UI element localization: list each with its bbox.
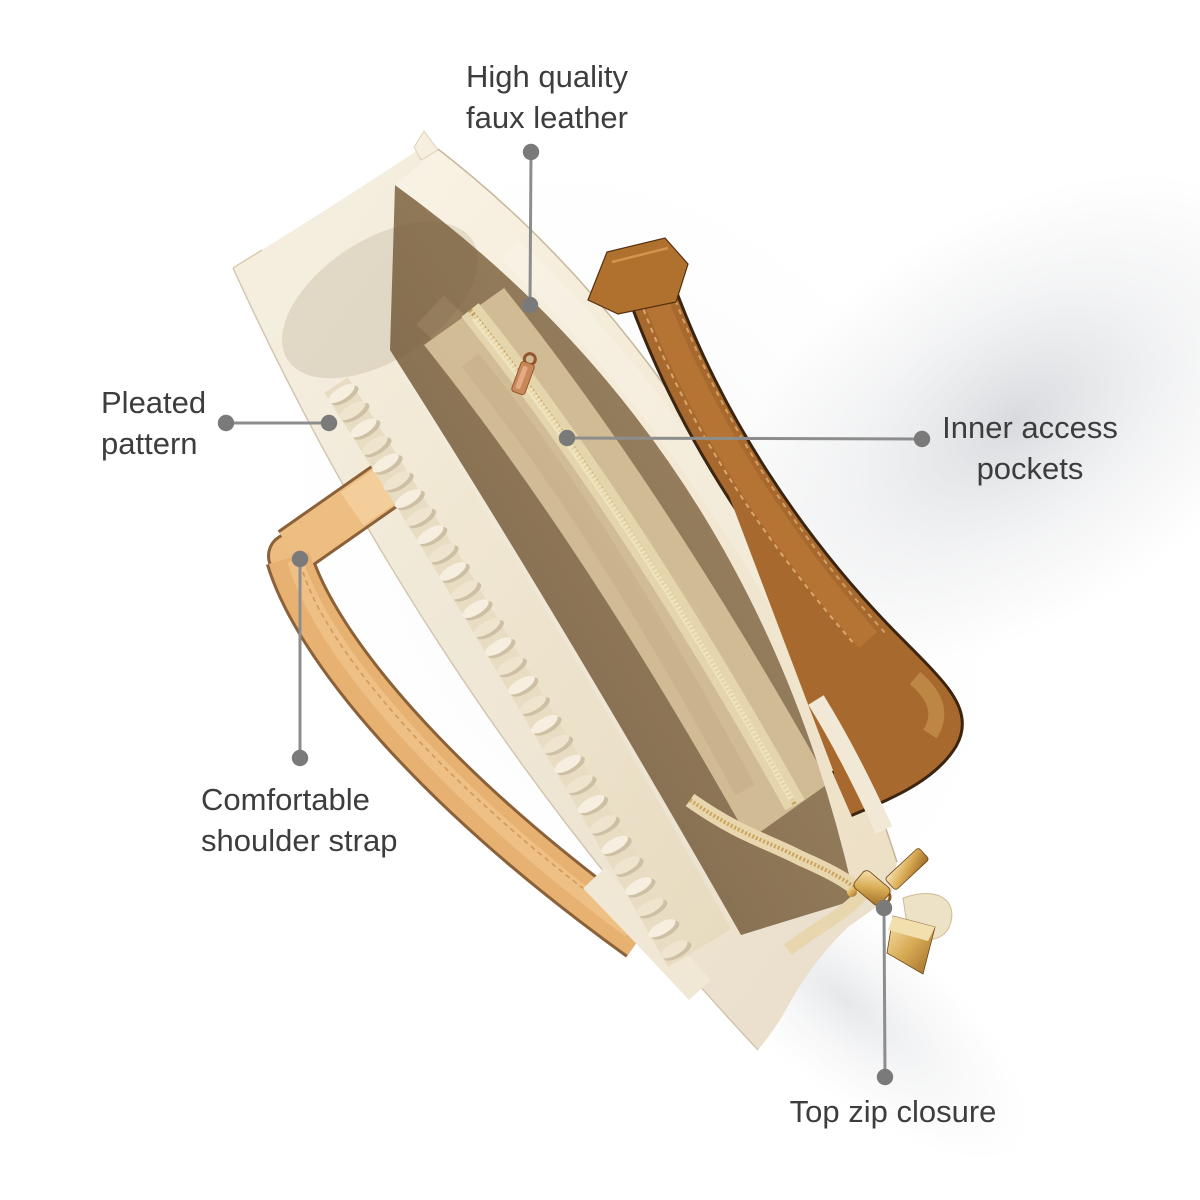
callout-label-faux-leather: High quality faux leather (466, 56, 628, 138)
callout-text-line: Top zip closure (789, 1094, 997, 1129)
pleat-ridge-segment (473, 618, 501, 637)
leader-line (566, 436, 923, 441)
strap-stitching (302, 571, 633, 926)
pleat-ridge-segment (328, 383, 355, 404)
pleat-ridge-segment (601, 835, 628, 854)
pleat-ridge-segment (531, 715, 558, 734)
leader-dot (558, 429, 576, 447)
pleat-ridge-segment (394, 489, 421, 508)
leader-comfortable-shoulder-strap (291, 550, 309, 767)
pocket-panel-shade (461, 353, 755, 796)
callout-label-pleated-pattern: Pleated pattern (101, 382, 206, 464)
callout-label-top-zip-closure: Top zip closure (790, 1091, 997, 1132)
shoulder-strap-dark (587, 237, 964, 817)
callout-label-inner-access-pockets: Inner access pockets (942, 407, 1118, 489)
pleat-ridge-segment (350, 418, 377, 438)
pleat-ridge-segment (450, 580, 478, 600)
leader-dot (875, 899, 893, 917)
pleat-ridge-segment (339, 401, 366, 421)
left-corner-fold (232, 249, 263, 269)
pleat-ridge-segment (589, 815, 617, 834)
callout-text-line: shoulder strap (201, 823, 398, 858)
background-shadow-right (717, 174, 1200, 666)
leader-top-zip-closure (875, 899, 894, 1086)
dark-strap-fold-line (611, 246, 669, 264)
leader-dot (291, 749, 309, 767)
zip-pull-bar (885, 848, 929, 890)
pleat-ridge-segment (383, 471, 410, 491)
pleat-ridge-segment (636, 898, 664, 917)
leader-dot (291, 550, 309, 568)
leader-dot (522, 143, 540, 161)
front-wall-band (336, 354, 731, 960)
callout-leader-lines (217, 143, 931, 1086)
callout-text-line: pockets (976, 451, 1084, 486)
pleat-ridge-segment (554, 754, 581, 774)
pleat-ridge-segment (417, 525, 444, 545)
pleat-ridge-segment (439, 562, 466, 581)
callout-text-line: pattern (101, 426, 198, 461)
pleat-ridge-segment (507, 675, 535, 695)
zip-slider-body (853, 870, 891, 906)
callout-text-line: Comfortable (201, 782, 370, 817)
pleat-ridge-segment (648, 919, 676, 938)
zip-end-wedge-facet (888, 916, 935, 941)
strap-highlight (287, 557, 635, 937)
leader-line (882, 907, 887, 1078)
zip-pull-hardware (847, 848, 953, 975)
leader-line (528, 151, 533, 306)
leader-faux-leather (521, 143, 540, 314)
pleat-ridge-segment (613, 856, 640, 875)
dark-strap-fold-tab (587, 237, 689, 315)
bag-corner-flap (413, 130, 439, 161)
pleat-ridge-segment (660, 940, 688, 959)
dark-strap-tuck-cover (808, 695, 893, 834)
pleat-ridge-segment (542, 734, 570, 754)
dark-strap-fold-highlight (909, 671, 945, 739)
pleat-ridge-segment (496, 656, 523, 676)
pleat-ridge-segment (485, 637, 512, 656)
pleat-ridge-segment (428, 543, 455, 563)
dark-strap-highlight (640, 285, 878, 648)
top-zipper (685, 793, 868, 956)
shoulder-strap-light (266, 453, 655, 958)
back-wall-face (395, 149, 897, 900)
leader-dot (913, 430, 931, 448)
pleat-ridge-segment (624, 877, 652, 896)
left-end-inner-shadow (282, 221, 478, 379)
pleat-ridge-segment (519, 695, 547, 714)
pleat-ridge-segment (462, 599, 489, 619)
pleat-ridge-segment (372, 453, 399, 473)
inner-pocket-zip-pull (511, 352, 537, 396)
leader-dot (521, 296, 539, 314)
zip-side-stud (847, 887, 857, 897)
leader-inner-access-pockets (558, 429, 931, 448)
pleated-edge (328, 383, 692, 961)
leader-dot (320, 414, 338, 432)
leader-dot (217, 414, 235, 432)
pleat-ridge-segment (565, 774, 593, 794)
callout-text-line: Inner access (942, 410, 1118, 445)
pleat-ridge-segment (577, 794, 605, 814)
pleat-ridge-segment (361, 435, 388, 455)
callout-text-line: faux leather (466, 100, 628, 135)
callout-text-line: High quality (466, 59, 628, 94)
callout-text-line: Pleated (101, 385, 207, 420)
pleat-ridge-segment (405, 507, 433, 526)
callout-label-comfortable-shoulder-strap: Comfortable shoulder strap (201, 779, 397, 861)
dark-strap-stitching-2 (664, 271, 889, 637)
leader-pleated-pattern (217, 414, 338, 432)
leader-dot (876, 1068, 894, 1086)
